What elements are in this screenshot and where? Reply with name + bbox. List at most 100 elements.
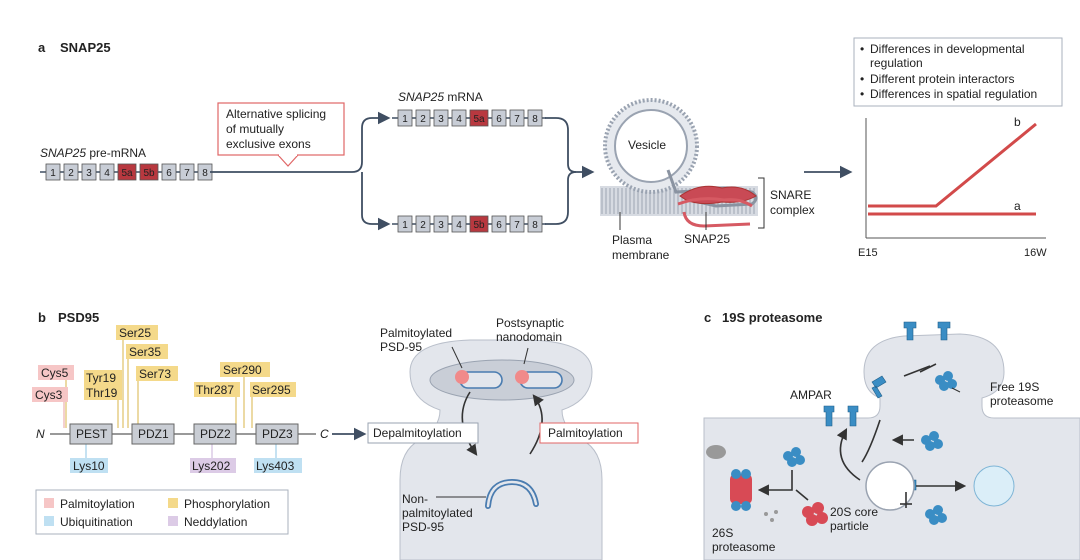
domain-pdz1: PDZ1 [131,423,175,445]
exon-label: 4 [456,220,462,231]
splice-branches [210,111,391,231]
callout-line-2: of mutually [226,122,284,136]
svg-text:PDZ3: PDZ3 [262,427,293,441]
bullet-1-line-2: regulation [870,56,923,70]
ptm-thr287: Thr287 [196,383,234,397]
snare-label-1: SNARE [770,188,811,202]
exon-label: 6 [496,220,502,231]
palmitoylated-label-2: PSD-95 [380,340,422,354]
exon-box [527,109,543,127]
depalm-box: Depalmitoylation [367,422,479,444]
expression-graph: b a E15 16W [858,115,1047,259]
ptm-ser295: Ser295 [252,383,291,397]
proteasome-26s [706,445,778,522]
ptm-badges: Cys5 Cys3 Tyr19 Thr19 Ser25 Ser35 Ser73 … [32,325,302,473]
c-terminus: C [320,427,329,441]
ptm-ser73: Ser73 [139,367,171,381]
panel-b-title: PSD95 [58,310,99,325]
x-end-label: 16W [1024,247,1047,259]
exon-label: 5a [473,114,485,125]
ptm-lys10: Lys10 [73,459,105,473]
exon-box [99,163,115,181]
exon-label: 1 [402,220,408,231]
exon-box [179,163,195,181]
exon-box [469,109,489,127]
panel-b: b PSD95 N C PEST PDZ1 [32,310,639,560]
vesicle-scene: Vesicle SNARE complex SNAP25 Plasma memb… [600,98,815,262]
ptm-ser25: Ser25 [119,326,151,340]
exon-box [397,215,413,233]
cell-body [703,333,1080,560]
core20s-label-1: 20S core [830,505,878,519]
bullet-dot: • [860,72,864,86]
ptm-connectors [63,339,277,458]
exon-label: 2 [420,114,426,125]
exon-box [45,163,61,181]
exon-box [117,163,137,181]
exon-label: 8 [202,168,208,179]
plasma-label-2: membrane [612,248,670,262]
domain-pdz2: PDZ2 [193,423,237,445]
nonpalm-label-1: Non- [402,492,428,506]
pre-mrna-label: SNAP25 pre-mRNA [40,146,146,160]
ampar-label: AMPAR [790,388,832,402]
exon-box [527,215,543,233]
exon-label: 4 [104,168,110,179]
svg-text:PDZ1: PDZ1 [138,427,169,441]
postsyn-label-2: nanodomain [496,330,562,344]
exon-box [139,163,159,181]
exon-box [161,163,177,181]
exon-box [415,109,431,127]
panel-b-letter: b [38,310,46,325]
x-start-label: E15 [858,247,878,259]
legend-ubiq: Ubiquitination [60,515,133,529]
exon-label: 8 [532,114,538,125]
exon-label: 7 [514,220,520,231]
panel-c: c 19S proteasome AMPAR Free 19S proteaso… [703,310,1080,560]
bullet-2: Different protein interactors [870,72,1015,86]
legend-nedd: Neddylation [184,515,247,529]
bullet-dot: • [860,42,864,56]
exon-label: 2 [420,220,426,231]
exon-label: 5a [121,168,133,179]
panel-c-title: 19S proteasome [722,310,822,325]
domain-pest: PEST [69,423,113,445]
exon-label: 6 [166,168,172,179]
exon-label: 3 [86,168,92,179]
nonpalm-label-2: palmitoylated [402,506,473,520]
svg-text:Palmitoylation: Palmitoylation [548,426,623,440]
endosome [865,461,915,511]
ptm-legend: Palmitoylation Phosphorylation Ubiquitin… [35,489,289,535]
postsyn-label-1: Postsynaptic [496,316,564,330]
svg-text:Depalmitoylation: Depalmitoylation [373,426,462,440]
exon-box [81,163,97,181]
exon-box [397,109,413,127]
core20s-label-2: particle [830,519,869,533]
exon-box [509,215,525,233]
exon-label: 2 [68,168,74,179]
ptm-tyr19: Tyr19 [86,371,116,385]
core-20s [802,502,828,526]
exon-label: 6 [496,114,502,125]
exon-box [433,215,449,233]
domain-pdz3: PDZ3 [255,423,299,445]
nonpalm-label-3: PSD-95 [402,520,444,534]
panel-a-title: SNAP25 [60,40,111,55]
exon-box [509,109,525,127]
ptm-lys202: Lys202 [192,459,231,473]
exon-box [433,109,449,127]
line-a-label: a [1014,199,1021,213]
snare-label-2: complex [770,203,815,217]
bullet-3: Differences in spatial regulation [870,87,1037,101]
exon-label: 7 [184,168,190,179]
exon-label: 3 [438,114,444,125]
free19s-label-2: proteasome [990,394,1054,408]
line-b [868,122,1037,208]
exon-box [63,163,79,181]
exon-box [451,215,467,233]
